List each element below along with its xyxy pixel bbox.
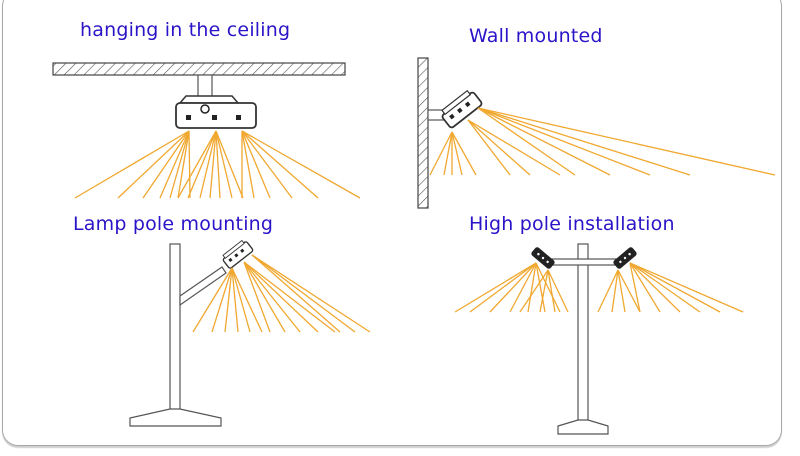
lamp-pole-panel [129,237,371,427]
lamp-pole-light-beams [192,254,371,333]
light-beam [241,130,255,199]
high-pole-post [577,243,589,427]
light-beam [617,269,626,313]
lamp-pole-post [169,243,181,411]
light-beam [469,262,537,313]
ceiling-floodlight-icon [175,95,257,129]
ceiling-title: hanging in the ceiling [80,19,291,41]
light-beam [231,267,263,333]
light-beam [243,261,319,333]
light-beam [209,130,217,199]
light-beam [241,130,293,199]
light-beam [629,262,661,313]
lamp-pole-arm [179,266,227,307]
high-pole-light-beams [454,262,744,313]
wall-panel [417,57,776,209]
light-beam [251,254,356,333]
light-beam [169,130,190,199]
light-beam [231,267,251,333]
light-beam [467,119,511,176]
high-pole-base [557,419,609,435]
light-beam [215,130,221,199]
lamp-pole-base [129,408,222,427]
light-beam [241,130,319,199]
light-beam [527,262,537,313]
light-beam [477,107,651,176]
lamp-pole-floodlight-icon [219,237,255,270]
light-beam [451,131,477,176]
light-beam [611,269,619,313]
light-beam [192,267,233,333]
high-pole-crossarm [551,258,617,266]
light-beam [251,254,371,333]
light-beam [74,130,190,199]
light-beam [477,107,776,176]
light-beam [467,119,561,176]
light-beam [535,262,546,313]
light-beam [477,107,691,176]
light-beam [187,130,217,199]
light-beam [188,130,191,199]
wall-light-beams [429,107,776,176]
light-beam [451,131,463,176]
light-beam [243,261,336,333]
light-beam [117,130,190,199]
light-beam [597,269,619,313]
light-beam [199,130,217,199]
high-pole-left-floodlight-icon [531,247,555,269]
light-beam [241,130,361,199]
wall-slab [417,57,429,209]
light-beam [629,262,681,313]
light-beam [477,107,576,176]
light-beam [535,262,561,313]
lamp-pole-title: Lamp pole mounting [73,213,274,235]
light-beam [629,262,721,313]
high-pole-right-floodlight-icon [613,247,637,269]
light-beam [629,262,744,313]
light-beam [617,269,641,313]
light-beam [519,269,549,313]
light-beam [243,261,301,333]
ceiling-light-beams [74,130,361,199]
light-beam [142,130,190,199]
light-beam [215,130,233,199]
light-beam [177,130,217,199]
light-beam [454,262,537,313]
light-beam [429,131,453,176]
light-beam [159,130,190,199]
light-beam [231,267,239,333]
light-beam [251,254,341,333]
light-beam [509,262,537,313]
light-beam [489,262,537,313]
high-pole-title: High pole installation [469,213,675,235]
light-beam [241,130,271,199]
light-beam [467,119,531,176]
light-beam [443,131,453,176]
wall-floodlight-icon [437,87,484,130]
ceiling-slab [52,62,346,76]
light-beam [547,269,556,313]
light-beam [477,107,611,176]
light-beam [539,269,549,313]
light-beam [629,262,641,313]
light-beam [629,262,701,313]
light-beam [243,261,286,333]
diagram-frame [2,0,782,446]
light-beam [547,269,569,313]
ceiling-panel [52,62,361,199]
light-beam [243,261,271,333]
light-beam [211,267,233,333]
light-beam [224,267,233,333]
light-beam [177,130,190,199]
wall-title: Wall mounted [469,25,603,47]
light-beam [215,130,244,199]
high-pole-panel [454,243,744,435]
